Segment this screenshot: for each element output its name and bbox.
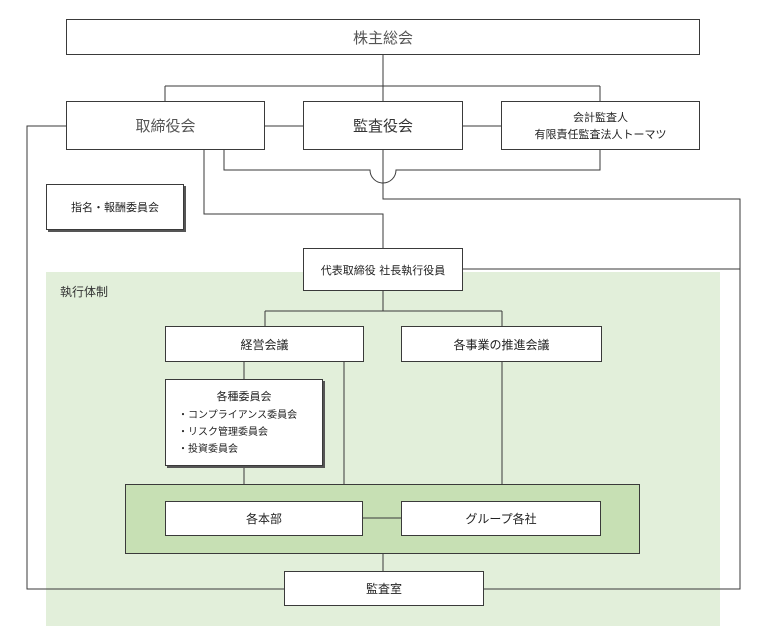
- accounting-auditor-firm: 有限責任監査法人トーマツ: [534, 127, 667, 141]
- line-board-left: [26, 125, 284, 590]
- shareholders-meeting-label: 株主総会: [352, 28, 413, 47]
- management-meeting-box: 経営会議: [165, 326, 364, 362]
- divisions-label: 各本部: [245, 512, 282, 526]
- accounting-auditor-box: 会計監査人 有限責任監査法人トーマツ: [501, 101, 700, 150]
- shareholders-meeting-box: 株主総会: [66, 19, 700, 55]
- nomination-committee-label: 指名・報酬委員会: [71, 201, 159, 214]
- business-promotion-meeting-label: 各事業の推進会議: [453, 337, 550, 352]
- audit-office-box: 監査室: [284, 571, 484, 606]
- group-companies-label: グループ各社: [465, 512, 537, 526]
- line-board-accounting-link: [223, 150, 601, 184]
- committees-title: 各種委員会: [216, 390, 272, 403]
- nomination-committee-box: 指名・報酬委員会: [46, 184, 184, 230]
- ceo-label: 代表取締役 社長執行役員: [320, 263, 446, 277]
- committee-item: ・コンプライアンス委員会: [178, 410, 298, 421]
- audit-board-label: 監査役会: [352, 117, 413, 135]
- line-auditors-right: [382, 150, 741, 590]
- board-of-directors-box: 取締役会: [66, 101, 265, 150]
- committee-item: ・リスク管理委員会: [178, 427, 268, 438]
- management-meeting-label: 経営会議: [240, 337, 289, 352]
- ceo-box: 代表取締役 社長執行役員: [303, 248, 463, 291]
- audit-office-label: 監査室: [365, 582, 402, 596]
- committee-item: ・投資委員会: [178, 444, 238, 455]
- board-of-directors-label: 取締役会: [135, 117, 196, 135]
- business-promotion-meeting-box: 各事業の推進会議: [401, 326, 602, 362]
- divisions-box: 各本部: [165, 501, 363, 536]
- line-board-ceo: [203, 150, 384, 248]
- committees-box: 各種委員会 ・コンプライアンス委員会 ・リスク管理委員会 ・投資委員会: [165, 379, 323, 466]
- execution-label: 執行体制: [60, 285, 109, 299]
- audit-board-box: 監査役会: [303, 101, 463, 150]
- group-companies-box: グループ各社: [401, 501, 601, 536]
- accounting-auditor-title: 会計監査人: [573, 110, 628, 124]
